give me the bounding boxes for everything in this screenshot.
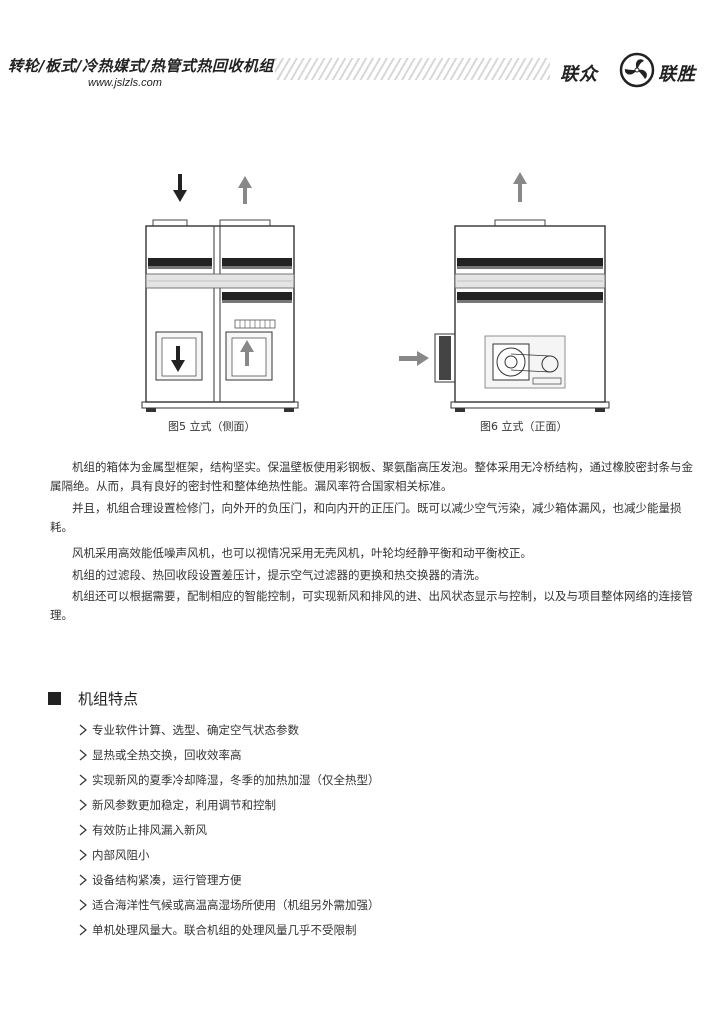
arrow-right-icon [79,899,87,911]
supply-out-arrow-icon [238,176,252,204]
section-heading-text: 机组特点 [78,690,139,708]
feature-text: 专业软件计算、选型、确定空气状态参数 [92,723,299,737]
feature-text: 内部风阻小 [92,848,150,862]
page-header: 转轮/板式/冷热媒式/热管式热回收机组 www.jslzls.com 联众 联胜 [0,0,720,100]
header-stripe-decoration [275,58,550,80]
arrow-right-icon [79,724,87,736]
arrow-right-icon [79,924,87,936]
vertical-unit-front-view-diagram [399,172,610,412]
brand-name-right: 联胜 [658,64,696,85]
feature-text: 新风参数更加稳定，利用调节和控制 [92,798,276,812]
feature-text: 设备结构紧凑，运行管理方便 [92,873,242,887]
body-paragraph: 机组的过滤段、热回收段设置差压计，提示空气过滤器的更换和热交换器的清洗。 [72,568,486,582]
body-paragraph: 风机采用高效能低噪声风机，也可以视情况采用无壳风机，叶轮均经静平衡和动平衡校正。 [72,546,532,560]
feature-text: 有效防止排风漏入新风 [92,823,207,837]
body-paragraph: 机组的箱体为金属型框架，结构坚实。保温壁板使用彩钢板、聚氨酯高压发泡。整体采用无… [50,460,693,493]
arrow-right-icon [79,749,87,761]
brand-name-left: 联众 [560,64,598,85]
fresh-air-in-arrow-icon [399,351,429,366]
fan-swirl-logo-icon [619,52,655,88]
arrow-right-icon [79,824,87,836]
feature-text: 适合海洋性气候或高温高湿场所使用（机组另外需加强） [92,898,380,912]
website-url: www.jslzls.com [88,77,162,89]
feature-text: 显热或全热交换，回收效率高 [92,748,242,762]
body-paragraph: 机组还可以根据需要，配制相应的智能控制，可实现新风和排风的进、出风状态显示与控制… [50,589,693,622]
supply-out-arrow-icon [513,172,527,202]
document-title: 转轮/板式/冷热媒式/热管式热回收机组 [8,57,274,75]
feature-text: 单机处理风量大。联合机组的处理风量几乎不受限制 [92,923,357,937]
exhaust-in-arrow-icon [173,174,187,202]
figure6-caption: 图6 立式（正面） [480,420,568,433]
vertical-unit-side-view-diagram [141,174,299,412]
feature-text: 实现新风的夏季冷却降湿，冬季的加热加湿（仅全热型） [92,773,380,787]
square-bullet-icon [48,692,61,705]
body-paragraph: 并且，机组合理设置检修门，向外开的负压门，和向内开的正压门。既可以减少空气污染，… [50,501,682,534]
figure5-caption: 图5 立式（侧面） [168,420,256,433]
arrow-right-icon [79,799,87,811]
arrow-right-icon [79,774,87,786]
arrow-right-icon [79,874,87,886]
arrow-right-icon [79,849,87,861]
